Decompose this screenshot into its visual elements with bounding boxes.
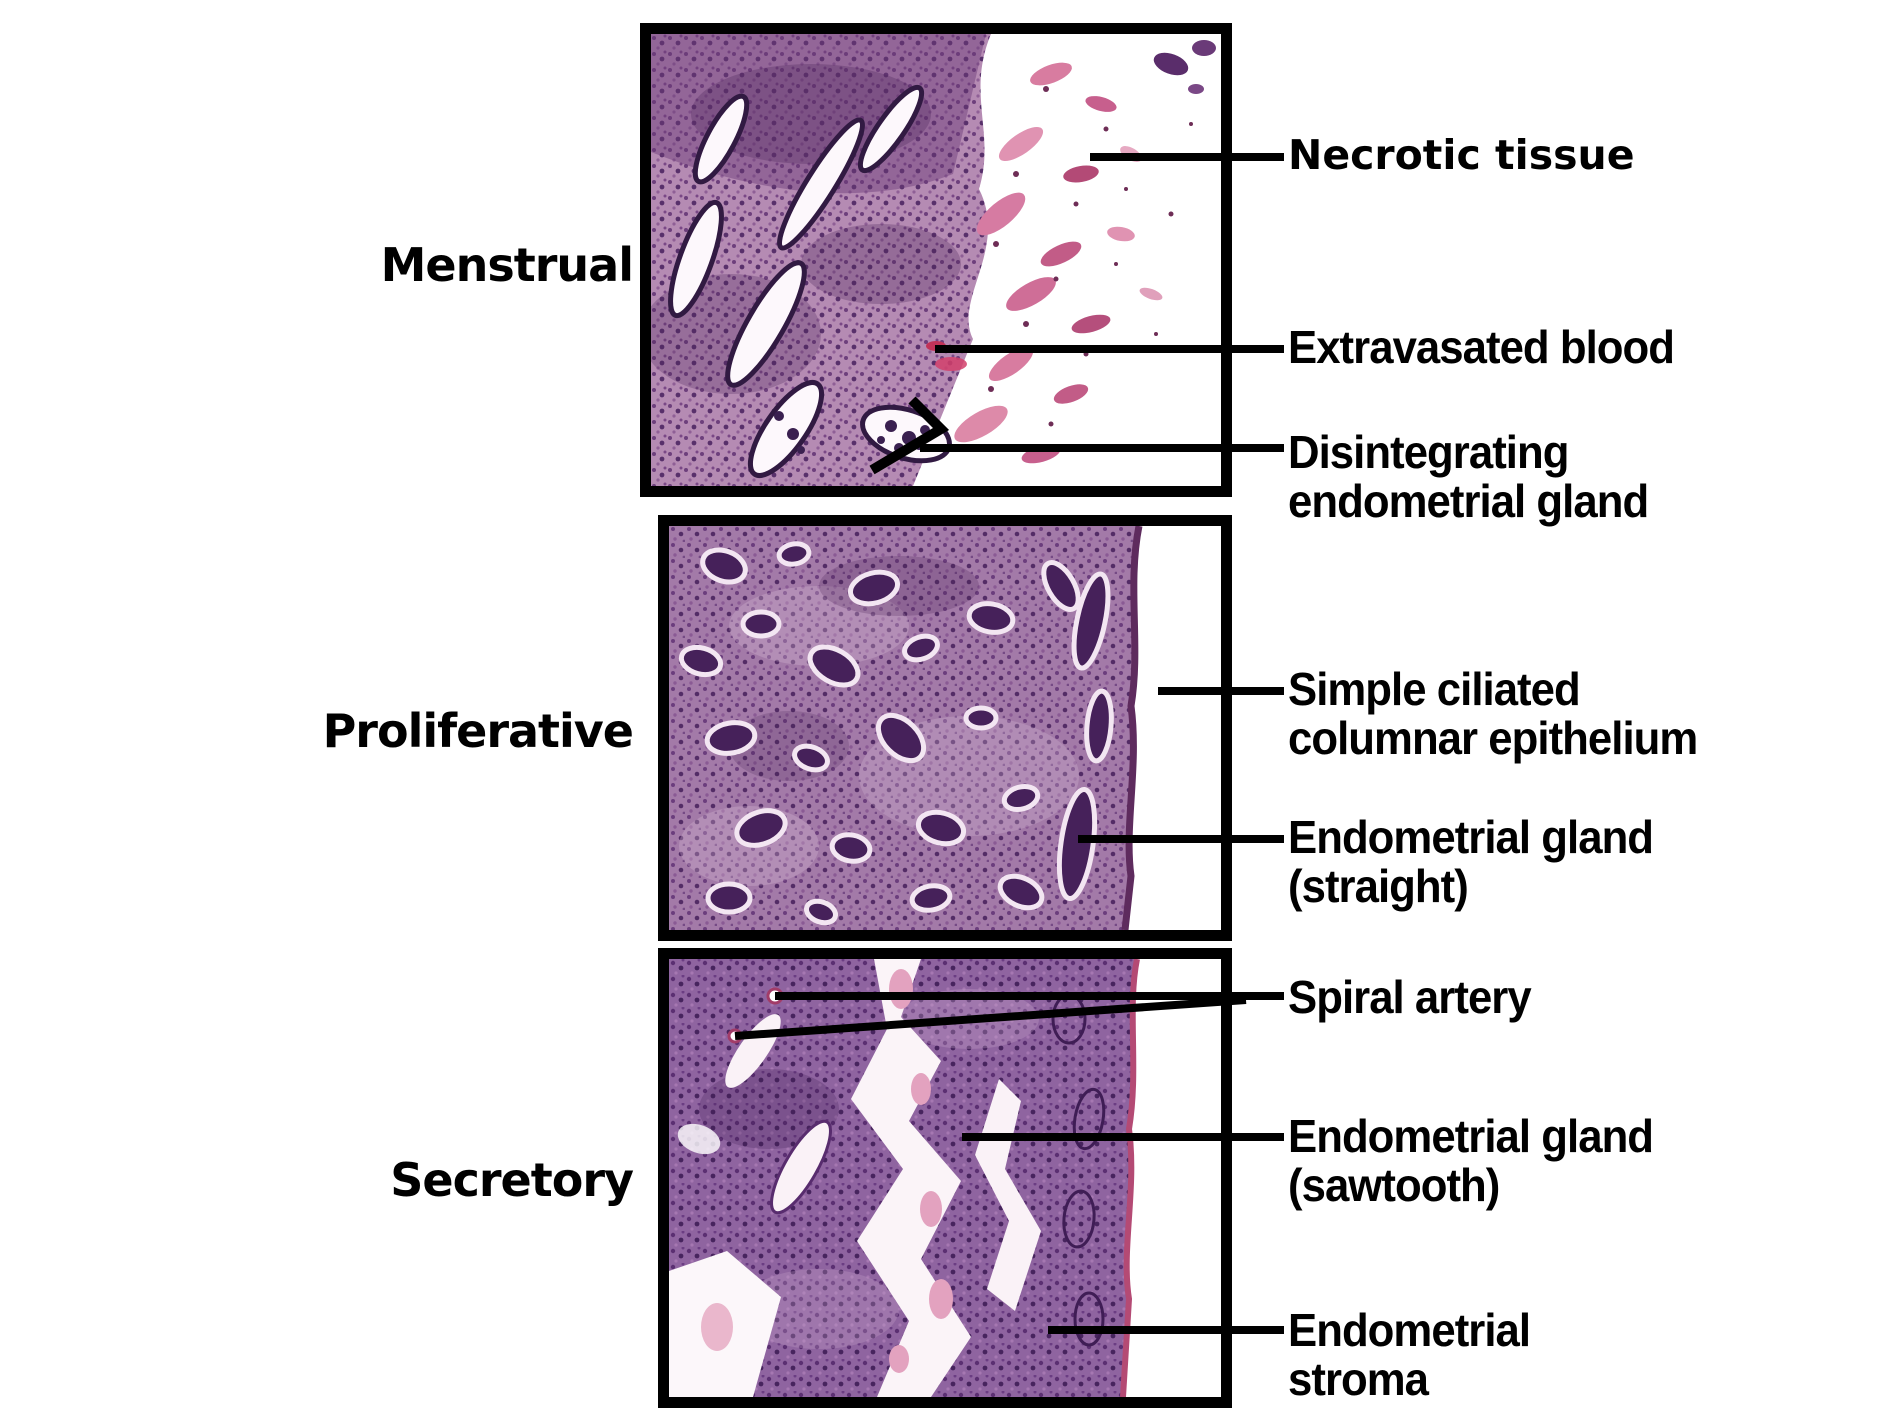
label-text: Endometrial gland — [1288, 1110, 1654, 1162]
label-text: (straight) — [1288, 860, 1469, 912]
phase-label-menstrual: Menstrual — [380, 238, 634, 292]
label-spiral-artery: Spiral artery — [1288, 971, 1532, 1023]
label-endometrial-stroma: Endometrial stroma — [1288, 1304, 1531, 1405]
label-text: Necrotic tissue — [1288, 131, 1635, 179]
label-endometrial-gland-sawtooth: Endometrial gland (sawtooth) — [1288, 1110, 1654, 1211]
label-text: Disintegrating — [1288, 426, 1569, 478]
phase-label-secretory: Secretory — [390, 1153, 634, 1207]
label-text: Extravasated blood — [1288, 321, 1675, 373]
secretory-tissue-art — [669, 959, 1221, 1397]
phase-label-proliferative: Proliferative — [322, 704, 634, 758]
label-text: (sawtooth) — [1288, 1159, 1500, 1211]
proliferative-tissue-art — [669, 526, 1221, 930]
menstrual-tissue-art — [651, 34, 1221, 486]
micrograph-menstrual — [640, 23, 1232, 497]
label-text: stroma — [1288, 1353, 1429, 1405]
micrograph-proliferative — [658, 515, 1232, 941]
label-text: Endometrial — [1288, 1304, 1531, 1356]
label-text: columnar epithelium — [1288, 712, 1698, 764]
label-extravasated-blood: Extravasated blood — [1288, 321, 1675, 373]
label-text: Endometrial gland — [1288, 811, 1654, 863]
label-endometrial-gland-straight: Endometrial gland (straight) — [1288, 811, 1654, 912]
label-text: Simple ciliated — [1288, 663, 1581, 715]
label-simple-ciliated-columnar-epithelium: Simple ciliated columnar epithelium — [1288, 663, 1698, 764]
label-disintegrating-endometrial-gland: Disintegrating endometrial gland — [1288, 426, 1649, 527]
micrograph-secretory — [658, 948, 1232, 1408]
label-necrotic-tissue: Necrotic tissue — [1288, 131, 1635, 180]
label-text: endometrial gland — [1288, 475, 1649, 527]
label-text: Spiral artery — [1288, 971, 1532, 1023]
